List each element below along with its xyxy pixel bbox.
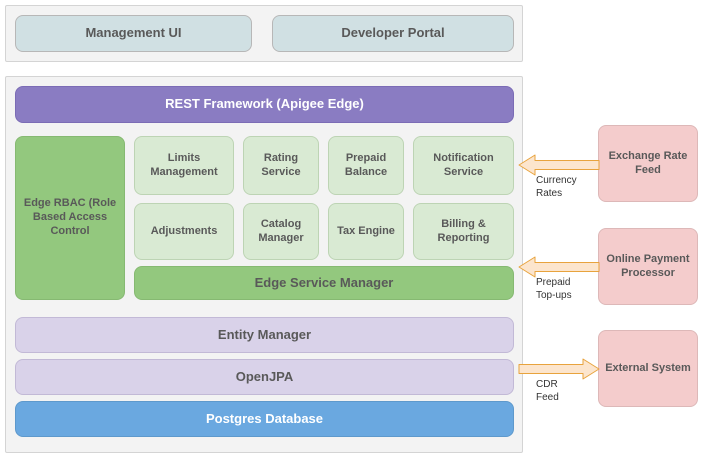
management-ui-box[interactable]: Management UI — [15, 15, 252, 52]
external-online-payment-processor[interactable]: Online Payment Processor — [598, 228, 698, 305]
external-system-label: External System — [605, 361, 691, 374]
openjpa-label: OpenJPA — [235, 368, 294, 384]
service-label: Rating Service — [261, 151, 301, 178]
service-tax-engine[interactable]: Tax Engine — [328, 203, 404, 260]
edge-service-manager-bar[interactable]: Edge Service Manager — [134, 266, 514, 300]
openjpa-bar[interactable]: OpenJPA — [15, 359, 514, 395]
arrow-cdr-feed — [518, 357, 600, 381]
edge-service-manager-label: Edge Service Manager — [254, 274, 394, 290]
external-system-label: Exchange Rate Feed — [608, 149, 688, 176]
rest-framework-label: REST Framework (Apigee Edge) — [165, 96, 364, 112]
service-label: Adjustments — [150, 224, 218, 237]
entity-manager-bar[interactable]: Entity Manager — [15, 317, 514, 353]
edge-rbac-box[interactable]: Edge RBAC (Role Based Access Control — [15, 136, 125, 300]
external-system-box[interactable]: External System — [598, 330, 698, 407]
service-label: Tax Engine — [337, 224, 395, 237]
developer-portal-label: Developer Portal — [341, 25, 445, 41]
arrow-currency-rates — [518, 153, 600, 177]
service-label: Limits Management — [150, 151, 218, 178]
arrow-label-currency-rates: Currency Rates — [536, 175, 577, 199]
edge-rbac-label: Edge RBAC (Role Based Access Control — [23, 197, 117, 237]
developer-portal-box[interactable]: Developer Portal — [272, 15, 514, 52]
rest-framework-bar[interactable]: REST Framework (Apigee Edge) — [15, 86, 514, 123]
service-adjustments[interactable]: Adjustments — [134, 203, 234, 260]
service-prepaid-balance[interactable]: Prepaid Balance — [328, 136, 404, 195]
service-catalog-manager[interactable]: Catalog Manager — [243, 203, 319, 260]
external-system-label: Online Payment Processor — [606, 252, 690, 279]
management-ui-label: Management UI — [85, 25, 182, 41]
service-label: Notification Service — [433, 151, 494, 178]
external-exchange-rate-feed[interactable]: Exchange Rate Feed — [598, 125, 698, 202]
entity-manager-label: Entity Manager — [217, 326, 312, 342]
service-label: Prepaid Balance — [344, 151, 388, 178]
service-label: Billing & Reporting — [437, 217, 490, 244]
service-billing-reporting[interactable]: Billing & Reporting — [413, 203, 514, 260]
arrow-label-cdr-feed: CDR Feed — [536, 379, 559, 403]
postgres-database-bar[interactable]: Postgres Database — [15, 401, 514, 437]
arrow-prepaid-topups — [518, 255, 600, 279]
postgres-database-label: Postgres Database — [205, 410, 324, 426]
service-limits-management[interactable]: Limits Management — [134, 136, 234, 195]
arrow-label-prepaid-topups: Prepaid Top-ups — [536, 277, 572, 301]
service-notification-service[interactable]: Notification Service — [413, 136, 514, 195]
service-label: Catalog Manager — [258, 217, 304, 244]
service-rating-service[interactable]: Rating Service — [243, 136, 319, 195]
